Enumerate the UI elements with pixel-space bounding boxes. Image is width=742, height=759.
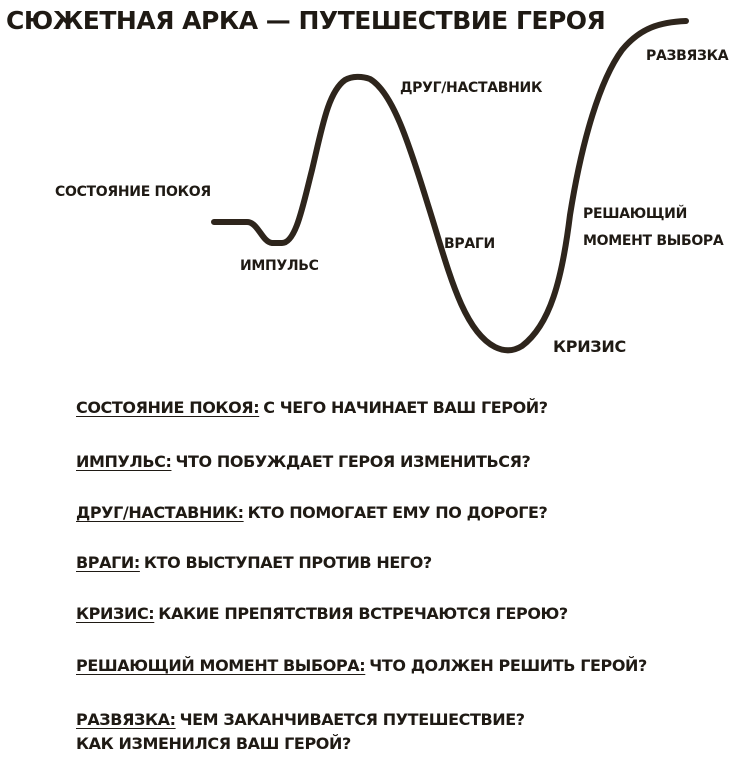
label-decision-line2: МОМЕНТ ВЫБОРА xyxy=(583,233,724,249)
question-term: РАЗВЯЗКА: xyxy=(76,710,176,729)
question-answer: С ЧЕГО НАЧИНАЕТ ВАШ ГЕРОЙ? xyxy=(263,398,548,417)
question-answer: ЧЕМ ЗАКАНЧИВАЕТСЯ ПУТЕШЕСТВИЕ? xyxy=(179,710,525,729)
question-term: КРИЗИС: xyxy=(76,604,155,623)
question-answer: КТО ВЫСТУПАЕТ ПРОТИВ НЕГО? xyxy=(143,553,432,572)
question-mentor: ДРУГ/НАСТАВНИК:КТО ПОМОГАЕТ ЕМУ ПО ДОРОГ… xyxy=(76,503,548,522)
question-term: ВРАГИ: xyxy=(76,553,140,572)
question-answer-line2: КАК ИЗМЕНИЛСЯ ВАШ ГЕРОЙ? xyxy=(76,734,351,753)
label-mentor: ДРУГ/НАСТАВНИК xyxy=(400,80,543,96)
question-term: ИМПУЛЬС: xyxy=(76,452,172,471)
question-answer: КАКИЕ ПРЕПЯТСТВИЯ ВСТРЕЧАЮТСЯ ГЕРОЮ? xyxy=(158,604,568,623)
question-decision: РЕШАЮЩИЙ МОМЕНТ ВЫБОРА:ЧТО ДОЛЖЕН РЕШИТЬ… xyxy=(76,656,647,675)
question-term: ДРУГ/НАСТАВНИК: xyxy=(76,503,244,522)
page-title: СЮЖЕТНАЯ АРКА — ПУТЕШЕСТВИЕ ГЕРОЯ xyxy=(6,6,606,35)
question-crisis: КРИЗИС:КАКИЕ ПРЕПЯТСТВИЯ ВСТРЕЧАЮТСЯ ГЕР… xyxy=(76,604,568,623)
story-arc-curve xyxy=(211,18,689,354)
label-enemies: ВРАГИ xyxy=(444,236,495,252)
question-answer: ЧТО ДОЛЖЕН РЕШИТЬ ГЕРОЙ? xyxy=(369,656,647,675)
label-crisis: КРИЗИС xyxy=(553,337,626,356)
question-term: СОСТОЯНИЕ ПОКОЯ: xyxy=(76,398,260,417)
question-term: РЕШАЮЩИЙ МОМЕНТ ВЫБОРА: xyxy=(76,656,366,675)
label-rest: СОСТОЯНИЕ ПОКОЯ xyxy=(55,184,211,200)
question-answer: КТО ПОМОГАЕТ ЕМУ ПО ДОРОГЕ? xyxy=(247,503,548,522)
label-resolution: РАЗВЯЗКА xyxy=(646,48,729,64)
question-rest: СОСТОЯНИЕ ПОКОЯ:С ЧЕГО НАЧИНАЕТ ВАШ ГЕРО… xyxy=(76,398,548,417)
question-enemies: ВРАГИ:КТО ВЫСТУПАЕТ ПРОТИВ НЕГО? xyxy=(76,553,432,572)
question-impulse: ИМПУЛЬС:ЧТО ПОБУЖДАЕТ ГЕРОЯ ИЗМЕНИТЬСЯ? xyxy=(76,452,531,471)
question-answer: ЧТО ПОБУЖДАЕТ ГЕРОЯ ИЗМЕНИТЬСЯ? xyxy=(175,452,531,471)
label-decision-line1: РЕШАЮЩИЙ xyxy=(583,206,687,222)
question-resolution: РАЗВЯЗКА:ЧЕМ ЗАКАНЧИВАЕТСЯ ПУТЕШЕСТВИЕ? … xyxy=(76,708,525,756)
label-impulse: ИМПУЛЬС xyxy=(240,258,319,274)
